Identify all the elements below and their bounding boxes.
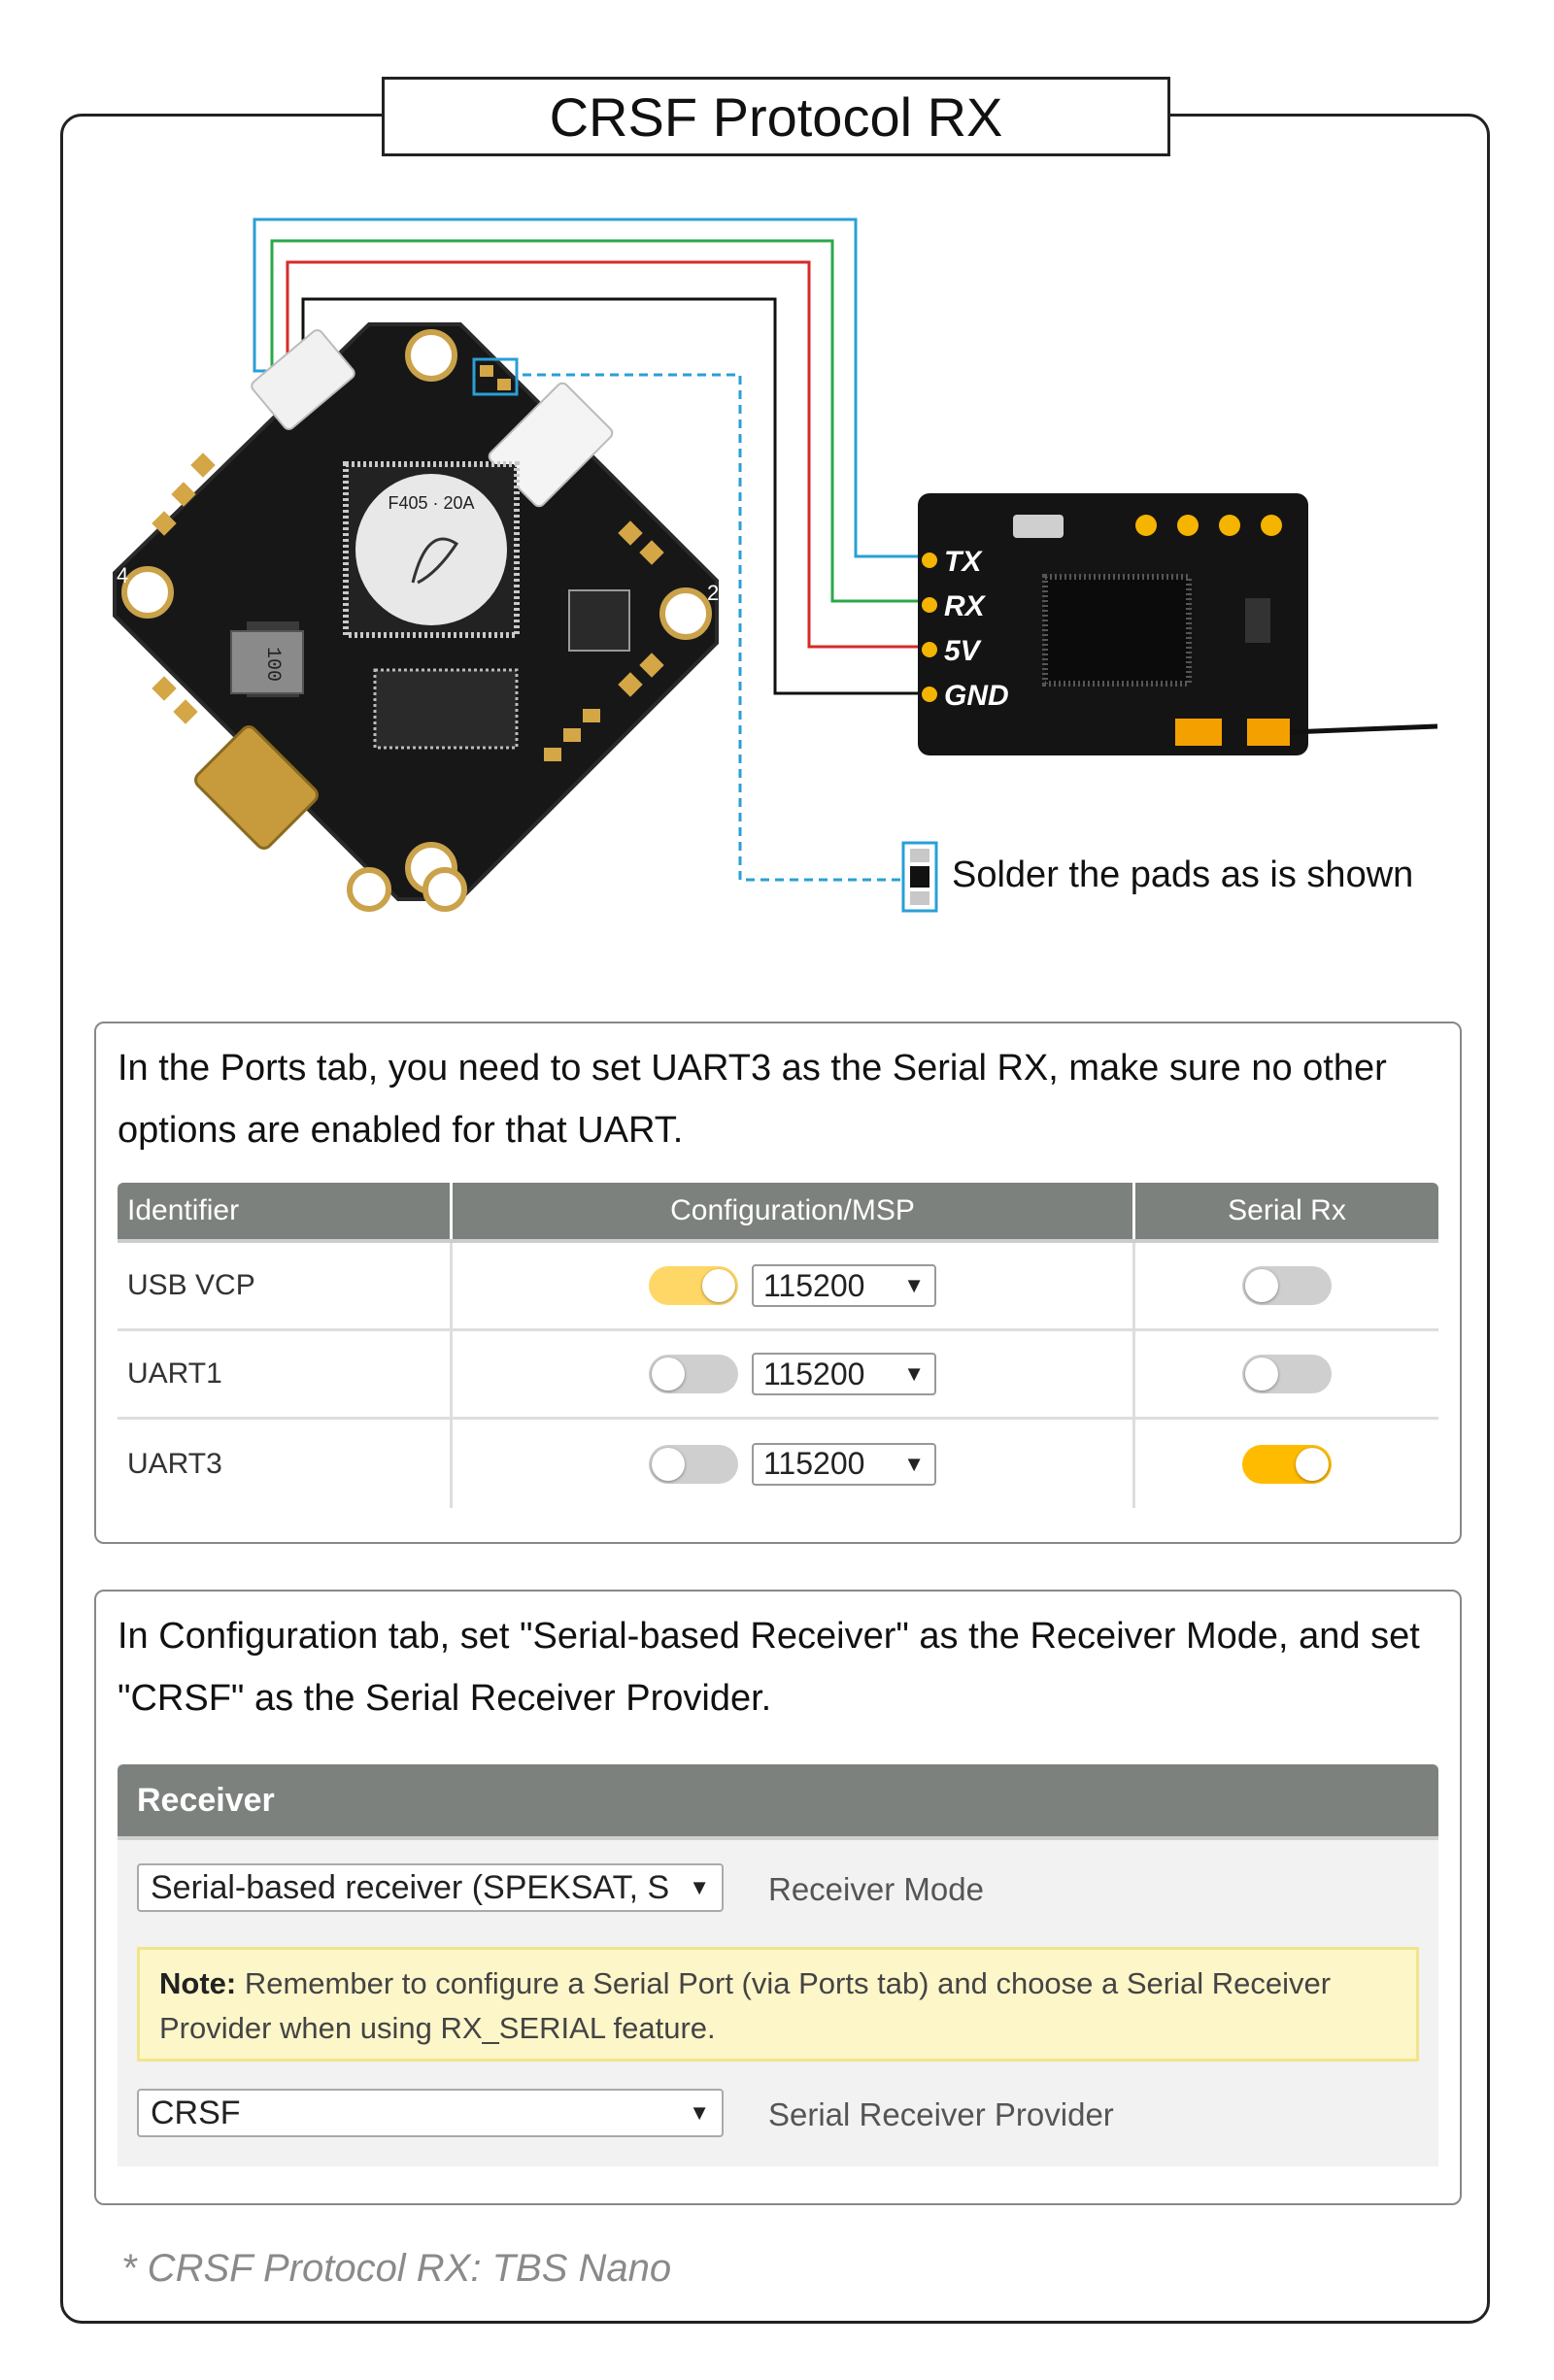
config-instruction-panel: In Configuration tab, set "Serial-based … (94, 1590, 1462, 2205)
receiver-mode-select[interactable]: Serial-based receiver (SPEKSAT, S▼ (137, 1863, 724, 1912)
motor-label-2: 2 (707, 581, 719, 605)
serial-rx-toggle[interactable] (1242, 1444, 1332, 1484)
crsf-receiver-module: TX RX 5V GND (918, 493, 1438, 755)
flight-controller-board: F405 · 20A 100 2 (113, 322, 719, 912)
ports-table-header: Identifier Configuration/MSP Serial Rx (118, 1183, 1438, 1239)
baud-select[interactable]: 115200▼ (752, 1264, 936, 1307)
note-box: Note: Remember to configure a Serial Por… (137, 1947, 1419, 2062)
serial-rx-toggle[interactable] (1242, 1266, 1332, 1305)
table-row: USB VCP 115200▼ (118, 1243, 1438, 1331)
ports-table: Identifier Configuration/MSP Serial Rx U… (118, 1183, 1438, 1508)
serial-provider-select[interactable]: CRSF▼ (137, 2089, 724, 2137)
row-identifier: UART3 (127, 1447, 222, 1480)
footnote: * CRSF Protocol RX: TBS Nano (121, 2247, 672, 2290)
config-instruction-text: In Configuration tab, set "Serial-based … (118, 1616, 1420, 1719)
rx-pin-rx: RX (944, 590, 987, 622)
header-serial-rx: Serial Rx (1132, 1183, 1438, 1239)
motor-label-3: 3 (117, 651, 128, 675)
baud-select[interactable]: 115200▼ (752, 1442, 936, 1486)
baud-select[interactable]: 115200▼ (752, 1353, 936, 1395)
wiring-diagram: F405 · 20A 100 2 (113, 218, 1438, 913)
ports-instruction-text: In the Ports tab, you need to set UART3 … (118, 1048, 1387, 1151)
row-identifier: USB VCP (127, 1269, 255, 1301)
capacitor-label: 100 (261, 647, 284, 682)
table-row: UART3 115200▼ (118, 1420, 1438, 1508)
solder-pad-icon (901, 841, 938, 913)
rx-pin-gnd: GND (944, 680, 1009, 712)
note-label: Note: (159, 1966, 237, 2000)
msp-toggle[interactable] (649, 1355, 738, 1393)
serial-provider-label: Serial Receiver Provider (768, 2096, 1114, 2132)
motor-label-1: 1 (707, 651, 719, 675)
receiver-section: Receiver Serial-based receiver (SPEKSAT,… (118, 1764, 1438, 2166)
tx-wire (253, 218, 918, 558)
solder-note: Solder the pads as is shown (952, 855, 1414, 895)
receiver-mode-label: Receiver Mode (768, 1871, 984, 1907)
page-title: CRSF Protocol RX (382, 77, 1170, 156)
ports-instruction-panel: In the Ports tab, you need to set UART3 … (94, 1022, 1462, 1544)
header-identifier: Identifier (127, 1194, 240, 1226)
mcu-label: F405 · 20A (388, 493, 474, 513)
rx-pin-5v: 5V (944, 635, 983, 667)
msp-toggle[interactable] (649, 1444, 738, 1484)
rx-pin-tx: TX (944, 546, 983, 578)
row-identifier: UART1 (127, 1358, 222, 1390)
serial-rx-toggle[interactable] (1242, 1355, 1332, 1393)
msp-toggle[interactable] (649, 1266, 738, 1305)
receiver-section-title: Receiver (118, 1764, 1438, 1836)
note-text: Remember to configure a Serial Port (via… (159, 1966, 1332, 2045)
motor-label-4: 4 (117, 563, 128, 587)
header-configuration-msp: Configuration/MSP (450, 1183, 1132, 1239)
pad-leader-line (523, 373, 903, 882)
table-row: UART1 115200▼ (118, 1331, 1438, 1420)
